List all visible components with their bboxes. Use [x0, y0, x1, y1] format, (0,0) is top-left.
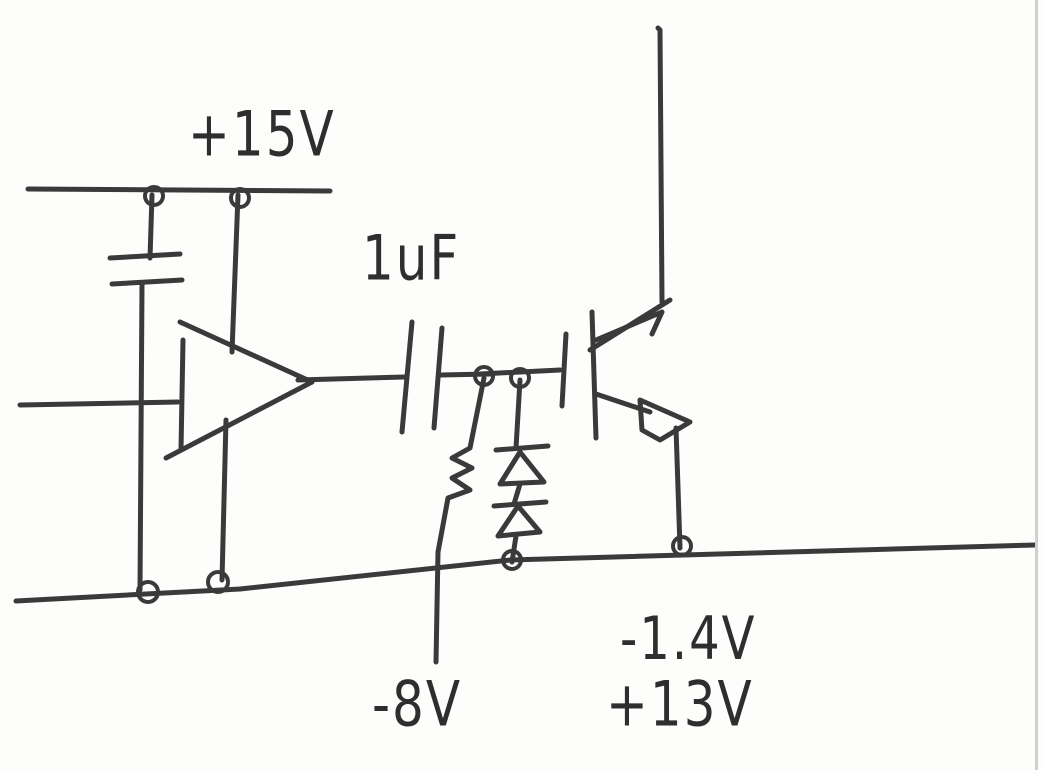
- diode-stack: [491, 377, 551, 565]
- bottom-rail-wire: [13, 542, 1038, 604]
- output-transistor: [587, 297, 693, 443]
- paper-edge: [1035, 0, 1038, 770]
- capacitor-value-label: 1uF: [362, 222, 461, 295]
- node-negative-voltage-label: -1.4V: [620, 604, 757, 674]
- opamp-supply-pos-wire: [229, 192, 241, 355]
- opamp-triangle: [163, 319, 315, 461]
- supply-positive-label: +15V: [188, 98, 336, 171]
- collector-wire: [655, 25, 665, 305]
- gate-plate: [559, 331, 569, 409]
- positive-rail-wire: [25, 186, 333, 194]
- opamp-input-bar: [178, 337, 186, 453]
- supply-negative-label: -8V: [372, 668, 463, 741]
- emitter-wire: [673, 425, 683, 551]
- opamp-input-wire: [17, 399, 181, 408]
- junction-dots: [136, 185, 693, 604]
- decoupling-capacitor: [107, 192, 185, 593]
- opamp-supply-neg-wire: [219, 417, 229, 583]
- opamp-output-wire: [295, 374, 408, 383]
- node-positive-voltage-label: +13V: [606, 668, 754, 741]
- bias-resistor: [433, 375, 487, 665]
